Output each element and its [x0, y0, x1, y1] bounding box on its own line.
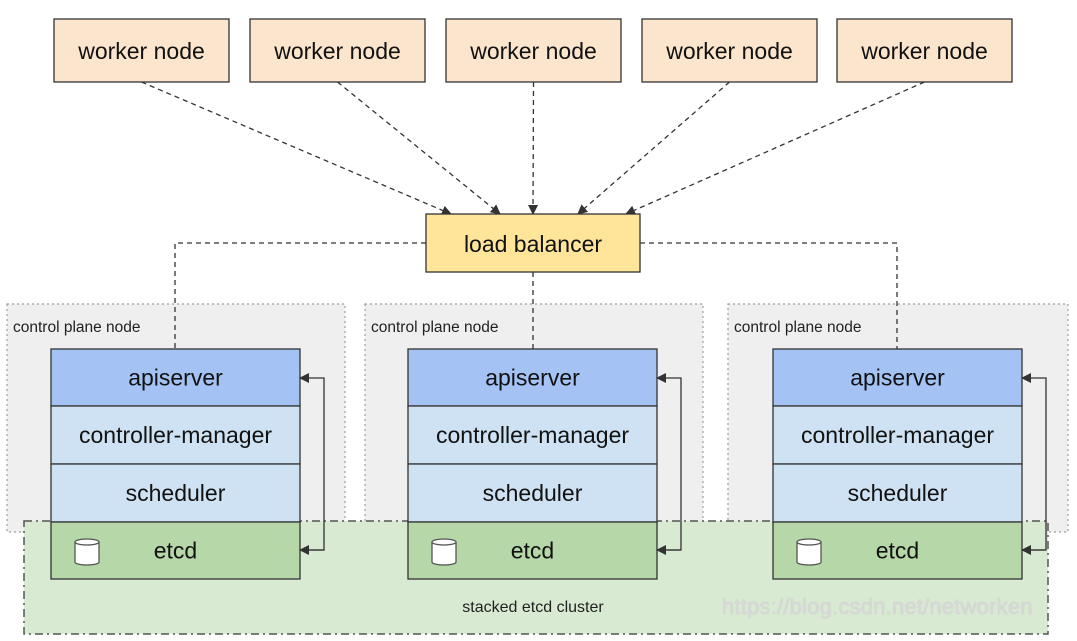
apiserver-label: apiserver [128, 365, 223, 391]
controller-manager-label: controller-manager [801, 422, 994, 448]
lb-to-apiserver-line [640, 242, 898, 349]
component-stack: apiserver controller-manager scheduler etcd [772, 348, 1047, 580]
worker-node-label: worker node [469, 38, 597, 64]
control-plane-node-title: control plane node [371, 319, 499, 336]
worker-node: worker node [249, 18, 426, 83]
apiserver-box: apiserver [407, 348, 658, 407]
worker-node: worker node [836, 18, 1013, 83]
worker-node-label: worker node [273, 38, 401, 64]
scheduler-label: scheduler [126, 480, 226, 506]
controller-manager-box: controller-manager [772, 405, 1023, 465]
etcd-label: etcd [511, 538, 554, 564]
apiserver-box: apiserver [50, 348, 301, 407]
controller-manager-box: controller-manager [50, 405, 301, 465]
load-balancer: load balancer [425, 213, 641, 273]
scheduler-label: scheduler [848, 480, 948, 506]
scheduler-label: scheduler [483, 480, 583, 506]
watermark: https://blog.csdn.net/networken [722, 594, 1033, 619]
controller-manager-label: controller-manager [436, 422, 629, 448]
component-stack: apiserver controller-manager scheduler etcd [50, 348, 325, 580]
etcd-label: etcd [154, 538, 197, 564]
scheduler-box: scheduler [407, 463, 658, 523]
worker-node: worker node [53, 18, 230, 83]
controller-manager-box: controller-manager [407, 405, 658, 465]
apiserver-label: apiserver [485, 365, 580, 391]
worker-node-label: worker node [860, 38, 988, 64]
scheduler-box: scheduler [50, 463, 301, 523]
database-icon [431, 538, 457, 566]
apiserver-label: apiserver [850, 365, 945, 391]
etcd-box: etcd [407, 521, 658, 580]
controller-manager-label: controller-manager [79, 422, 272, 448]
worker-node: worker node [641, 18, 818, 83]
worker-to-lb-arrow [141, 81, 452, 216]
worker-to-lb-arrow [577, 81, 730, 215]
load-balancer-label: load balancer [464, 231, 602, 257]
apiserver-box: apiserver [772, 348, 1023, 407]
database-icon [74, 538, 100, 566]
component-stack: apiserver controller-manager scheduler etcd [407, 348, 682, 580]
worker-to-lb-arrow [625, 81, 925, 215]
etcd-label: etcd [876, 538, 919, 564]
control-plane-node-title: control plane node [13, 319, 141, 336]
worker-node: worker node [445, 18, 622, 83]
control-plane-node-title: control plane node [734, 319, 862, 336]
database-icon [796, 538, 822, 566]
scheduler-box: scheduler [772, 463, 1023, 523]
worker-to-lb-arrow [528, 81, 539, 215]
etcd-box: etcd [50, 521, 301, 580]
worker-node-label: worker node [665, 38, 793, 64]
stacked-etcd-cluster-label: stacked etcd cluster [462, 599, 604, 616]
worker-node-label: worker node [77, 38, 205, 64]
etcd-box: etcd [772, 521, 1023, 580]
lb-to-apiserver-line [174, 242, 426, 349]
worker-to-lb-arrow [337, 81, 501, 215]
